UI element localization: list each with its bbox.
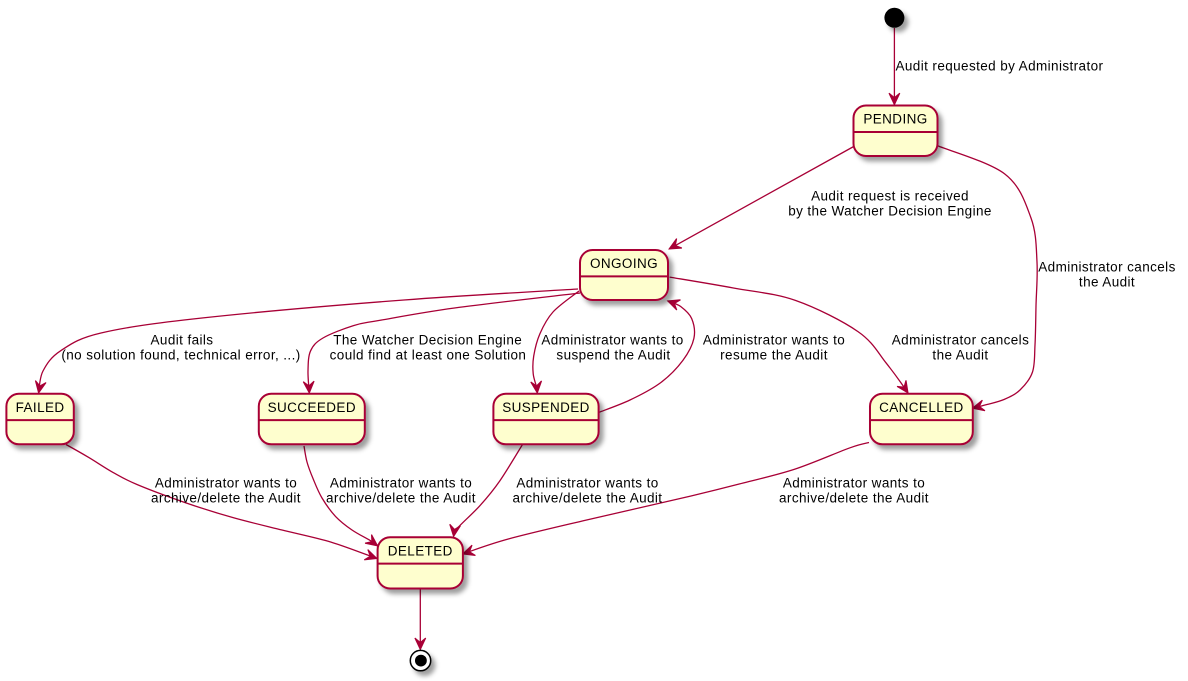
svg-text:(no solution found, technical: (no solution found, technical error, ...… [61,347,300,362]
svg-text:CANCELLED: CANCELLED [879,400,964,415]
svg-text:The Watcher Decision Engine: The Watcher Decision Engine [333,332,522,347]
svg-text:DELETED: DELETED [388,543,453,558]
svg-text:Administrator wants to: Administrator wants to [541,332,683,347]
svg-text:Administrator wants to: Administrator wants to [783,476,925,491]
svg-text:Administrator wants to: Administrator wants to [703,332,845,347]
svg-text:Audit requested by Administrat: Audit requested by Administrator [896,59,1104,74]
svg-text:SUSPENDED: SUSPENDED [502,400,590,415]
svg-text:Administrator wants to: Administrator wants to [330,476,472,491]
svg-text:suspend the Audit: suspend the Audit [556,347,670,362]
svg-text:SUCCEEDED: SUCCEEDED [268,400,356,415]
svg-text:resume the Audit: resume the Audit [720,347,828,362]
svg-text:Administrator wants to: Administrator wants to [516,476,658,491]
svg-text:ONGOING: ONGOING [590,256,658,271]
svg-text:FAILED: FAILED [16,400,65,415]
svg-text:PENDING: PENDING [863,112,927,127]
svg-text:the Audit: the Audit [932,347,988,362]
svg-text:Audit request is received: Audit request is received [811,188,969,203]
svg-text:Audit fails: Audit fails [151,332,214,347]
svg-text:archive/delete the Audit: archive/delete the Audit [326,491,476,506]
svg-text:archive/delete the Audit: archive/delete the Audit [779,491,929,506]
svg-text:archive/delete the Audit: archive/delete the Audit [513,491,663,506]
svg-text:Administrator cancels: Administrator cancels [892,332,1029,347]
svg-text:by the Watcher Decision Engine: by the Watcher Decision Engine [788,203,992,218]
svg-text:archive/delete the Audit: archive/delete the Audit [151,491,301,506]
svg-text:could find at least one Soluti: could find at least one Solution [330,347,527,362]
svg-text:the Audit: the Audit [1079,275,1135,290]
svg-text:Administrator wants to: Administrator wants to [155,476,297,491]
svg-text:Administrator cancels: Administrator cancels [1038,260,1175,275]
